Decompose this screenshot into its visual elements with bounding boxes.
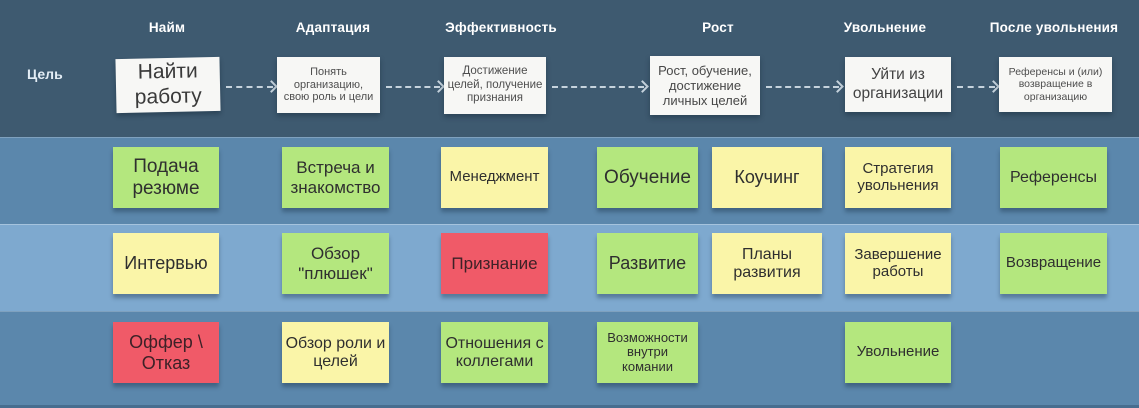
- column-header-naim: Найм: [148, 20, 186, 35]
- sticky-note[interactable]: Отношения с коллегами: [441, 322, 548, 383]
- sticky-note[interactable]: Оффер \ Отказ: [113, 322, 219, 383]
- sticky-note[interactable]: Обзор роли и целей: [282, 322, 389, 383]
- column-header-rost: Рост: [702, 20, 734, 35]
- column-header-posle-uvolneniya: После увольнения: [989, 20, 1119, 35]
- sticky-note[interactable]: Обучение: [597, 147, 698, 208]
- dashed-arrow-icon: [957, 86, 995, 88]
- dashed-arrow-icon: [386, 86, 440, 88]
- sticky-note[interactable]: Обзор "плюшек": [282, 233, 389, 294]
- goal-card[interactable]: Рост, обучение, достижение личных целей: [650, 56, 760, 115]
- goal-card[interactable]: Референсы и (или) возвращение в организа…: [999, 57, 1112, 112]
- dashed-arrow-icon: [552, 86, 644, 88]
- sticky-note[interactable]: Стратегия увольнения: [845, 147, 951, 208]
- sticky-note[interactable]: Встреча и знакомство: [282, 147, 389, 208]
- bottom-edge-divider: [0, 405, 1139, 408]
- sticky-note[interactable]: Планы развития: [712, 233, 822, 294]
- sticky-note[interactable]: Референсы: [1000, 147, 1107, 208]
- sticky-note[interactable]: Возвращение: [1000, 233, 1107, 294]
- goal-row-label: Цель: [27, 66, 63, 82]
- sticky-note[interactable]: Коучинг: [712, 147, 822, 208]
- goal-card[interactable]: Достижение целей, получение признания: [444, 57, 546, 114]
- sticky-note[interactable]: Признание: [441, 233, 548, 294]
- column-header-adaptatsiya: Адаптация: [295, 20, 371, 35]
- sticky-note[interactable]: Возможности внутри комании: [597, 322, 698, 383]
- goal-card[interactable]: Найти работу: [115, 56, 221, 114]
- dashed-arrow-icon: [226, 86, 273, 88]
- goal-card[interactable]: Уйти из организации: [845, 57, 951, 112]
- sticky-note[interactable]: Подача резюме: [113, 147, 219, 208]
- sticky-note[interactable]: Развитие: [597, 233, 698, 294]
- column-header-uvolnenie: Увольнение: [843, 20, 927, 35]
- sticky-note[interactable]: Завершение работы: [845, 233, 951, 294]
- column-header-effektivnost: Эффективность: [445, 20, 557, 35]
- sticky-note[interactable]: Увольнение: [845, 322, 951, 383]
- sticky-note[interactable]: Интервью: [113, 233, 219, 294]
- sticky-note[interactable]: Менеджмент: [441, 147, 548, 208]
- dashed-arrow-icon: [766, 86, 839, 88]
- goal-card[interactable]: Понять организацию, свою роль и цели: [277, 57, 380, 113]
